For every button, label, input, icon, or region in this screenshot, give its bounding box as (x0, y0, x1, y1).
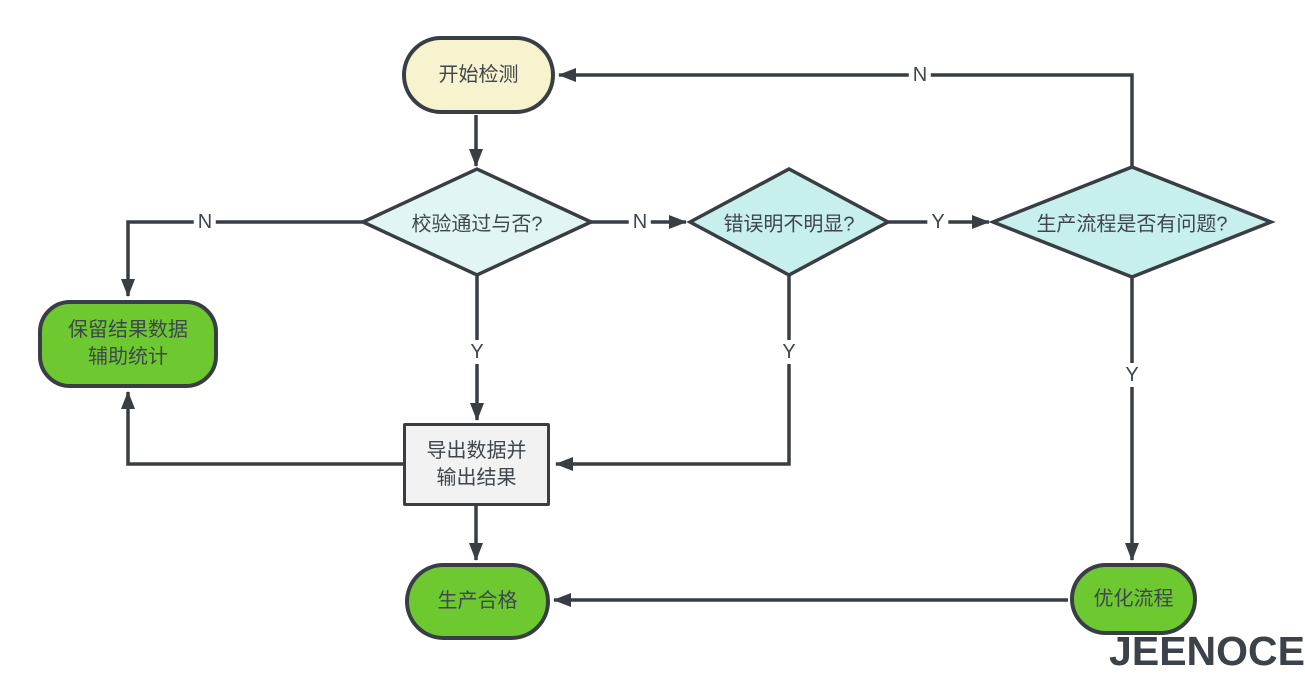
edge-verify-to-keep (121, 220, 363, 297)
edge-label-verify-to-keep: N (193, 210, 217, 234)
edge-label-verify-to-error: N (628, 210, 652, 234)
node-qualified: 生产合格 (405, 563, 550, 640)
decision-verify-shape (358, 167, 596, 277)
node-optimize-label: 优化流程 (1093, 587, 1174, 610)
node-start-label: 开始检测 (438, 63, 519, 86)
decision-verify-label: 校验通过与否? (411, 213, 543, 236)
edge-label-error-to-process: Y (927, 210, 949, 234)
node-keep-data-label: 保留结果数据 辅助统计 (68, 319, 188, 368)
node-start: 开始检测 (402, 36, 555, 114)
node-optimize: 优化流程 (1070, 563, 1197, 635)
watermark-logo: JEENOCE (1109, 628, 1305, 674)
node-qualified-label: 生产合格 (437, 590, 518, 612)
edge-label-process-to-optimize: Y (1121, 363, 1143, 387)
edge-error-to-export (555, 276, 791, 471)
node-keep-data: 保留结果数据 辅助统计 (38, 300, 218, 388)
edge-label-verify-to-export: Y (466, 340, 488, 364)
edge-label-error-to-export: Y (778, 340, 800, 364)
node-export-data: 导出数据并 输出结果 (403, 423, 550, 506)
decision-process-label: 生产流程是否有问题? (1036, 213, 1228, 236)
node-export-data-label: 导出数据并 输出结果 (426, 439, 527, 489)
edge-export-to-keep (121, 391, 403, 466)
decision-error-shape (686, 167, 892, 277)
edge-label-process-to-start: N (908, 63, 932, 87)
decision-process-shape (988, 165, 1276, 279)
decision-error-label: 错误明不明显? (723, 213, 855, 236)
edge-process-to-start (558, 68, 1134, 166)
